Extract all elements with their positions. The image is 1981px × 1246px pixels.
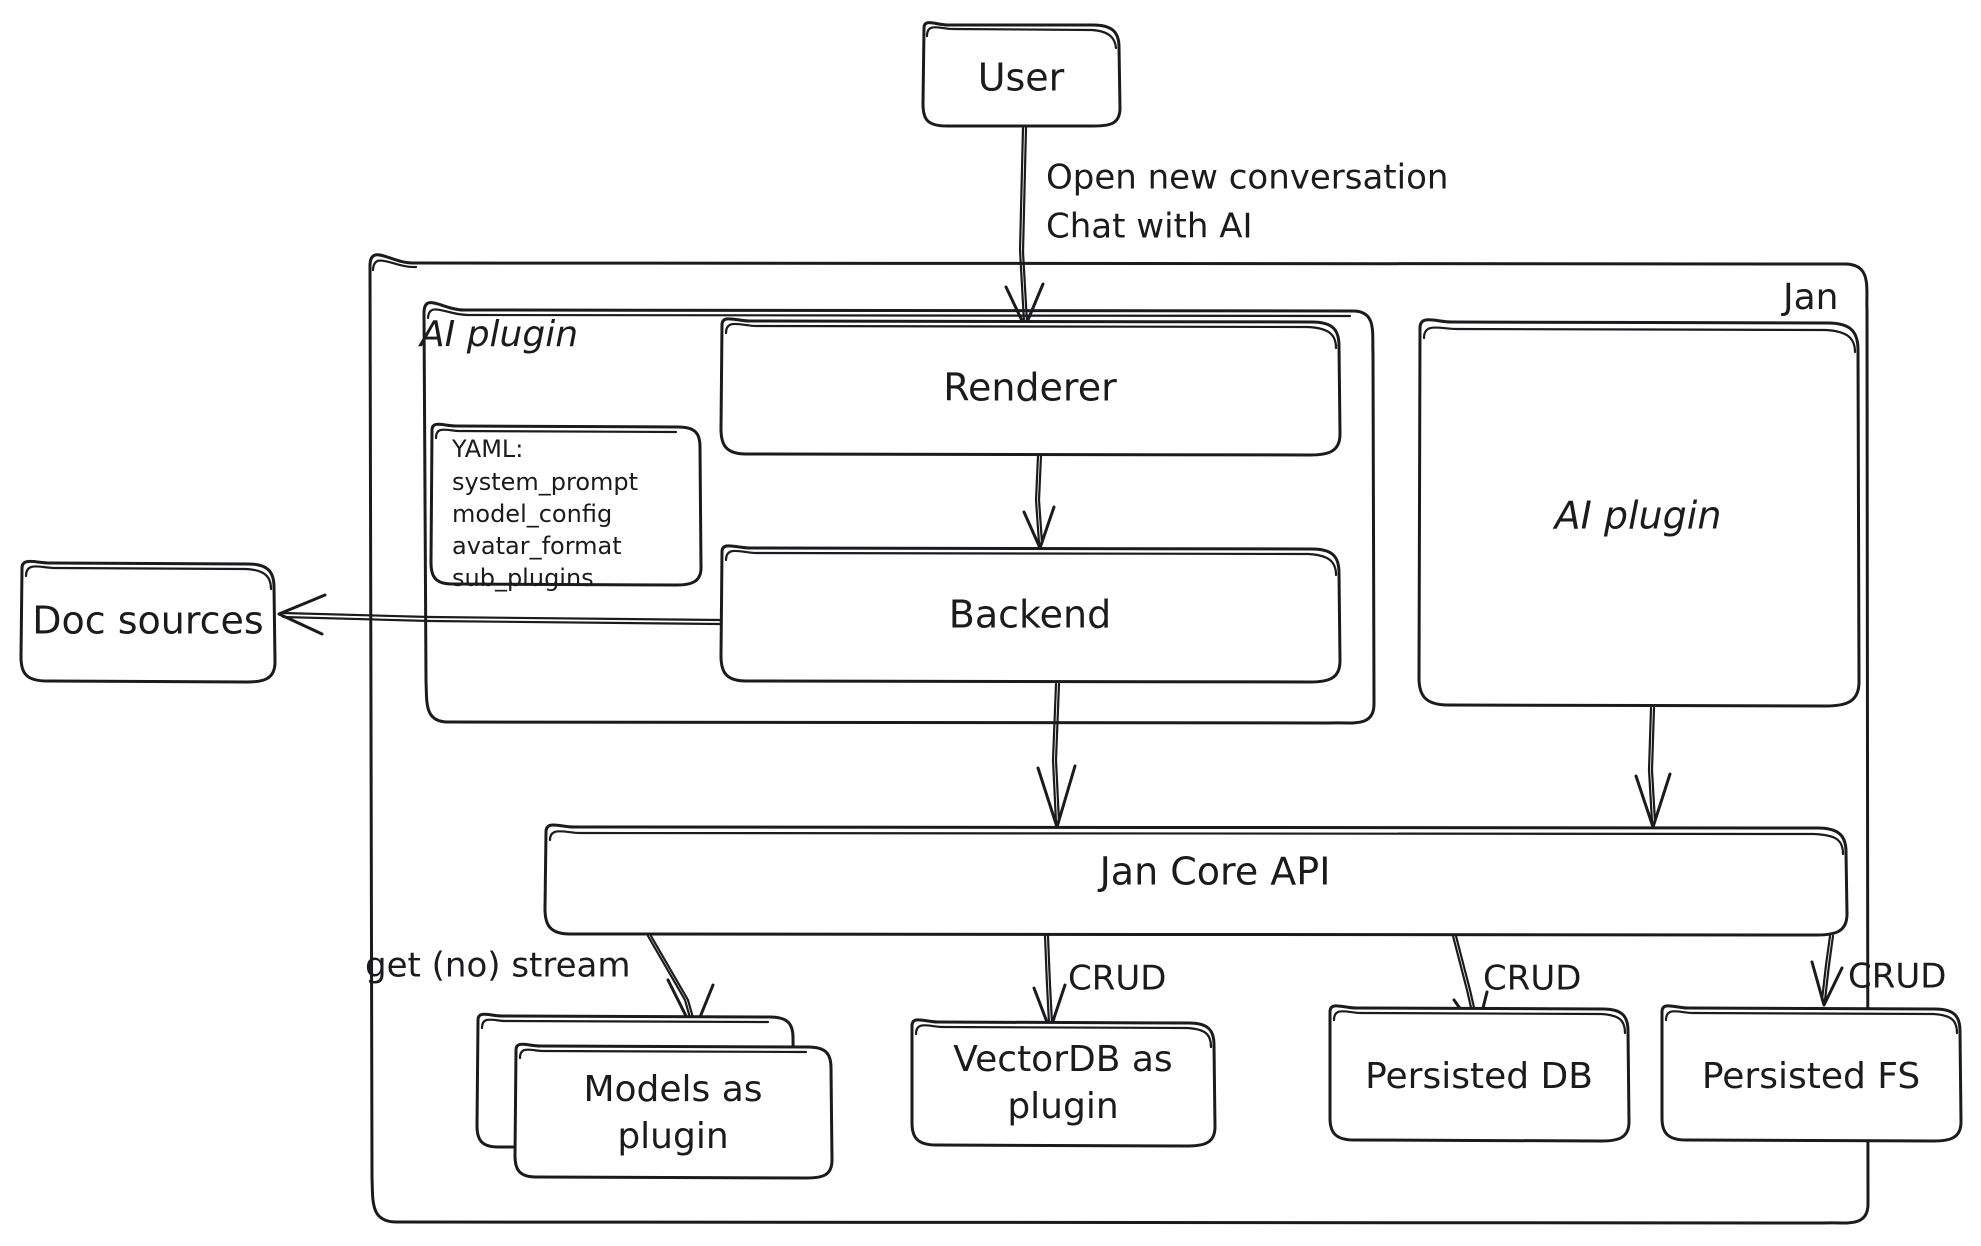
node-persisted-fs[interactable]: Persisted FS [1660, 1004, 1963, 1143]
card-yaml-line-2: model_config [452, 500, 612, 528]
card-yaml-line-1: system_prompt [452, 468, 638, 496]
edge-core-to-vectordb-label: CRUD [1068, 959, 1166, 999]
node-backend-label: Backend [949, 593, 1111, 637]
node-ai-plugin-label: AI plugin [1552, 494, 1722, 538]
node-vectordb-as-plugin[interactable]: VectorDB as plugin [910, 1018, 1217, 1148]
edge-core-to-persisted-fs: CRUD [1810, 934, 1946, 1007]
edge-backend-to-doc-sources [277, 593, 722, 636]
edge-core-to-models-label: get (no) stream [365, 946, 630, 986]
card-yaml: YAML: system_prompt model_config avatar_… [429, 422, 703, 592]
node-user-label: User [978, 56, 1065, 100]
node-renderer[interactable]: Renderer [719, 317, 1342, 457]
node-jan-core-api-label: Jan Core API [1098, 850, 1331, 894]
node-models-as-plugin[interactable]: Models as plugin [475, 1012, 834, 1180]
node-backend[interactable]: Backend [719, 544, 1342, 684]
edge-core-to-models: get (no) stream [365, 934, 715, 1034]
node-doc-sources-label: Doc sources [32, 599, 263, 643]
card-yaml-line-3: avatar_format [452, 532, 622, 560]
node-models-as-plugin-label-line1: Models as [583, 1069, 762, 1110]
card-yaml-line-4: sub_plugins [452, 564, 594, 592]
card-yaml-line-0: YAML: [451, 435, 523, 463]
node-models-as-plugin-label-line2: plugin [617, 1116, 728, 1157]
edge-user-to-renderer-label-line2: Chat with AI [1046, 207, 1253, 247]
container-ai-plugin-group-label: AI plugin [418, 314, 578, 355]
node-vectordb-as-plugin-label-line2: plugin [1007, 1086, 1118, 1127]
edge-user-to-renderer-label-line1: Open new conversation [1046, 158, 1448, 198]
node-renderer-label: Renderer [943, 366, 1117, 410]
edge-core-to-persisted-db-label: CRUD [1483, 959, 1581, 999]
node-vectordb-as-plugin-label-line1: VectorDB as [953, 1039, 1172, 1080]
node-ai-plugin[interactable]: AI plugin [1417, 318, 1861, 708]
node-doc-sources[interactable]: Doc sources [19, 559, 277, 684]
node-persisted-db[interactable]: Persisted DB [1328, 1004, 1631, 1143]
node-persisted-fs-label: Persisted FS [1702, 1056, 1920, 1097]
edge-user-to-renderer: Open new conversation Chat with AI [1004, 126, 1448, 329]
node-persisted-db-label: Persisted DB [1365, 1056, 1593, 1097]
container-jan-label: Jan [1781, 277, 1839, 318]
container-ai-plugin-group: AI plugin [418, 301, 1376, 725]
edge-core-to-persisted-fs-label: CRUD [1848, 957, 1946, 997]
node-jan-core-api[interactable]: Jan Core API [543, 823, 1849, 937]
node-user[interactable]: User [921, 21, 1122, 128]
